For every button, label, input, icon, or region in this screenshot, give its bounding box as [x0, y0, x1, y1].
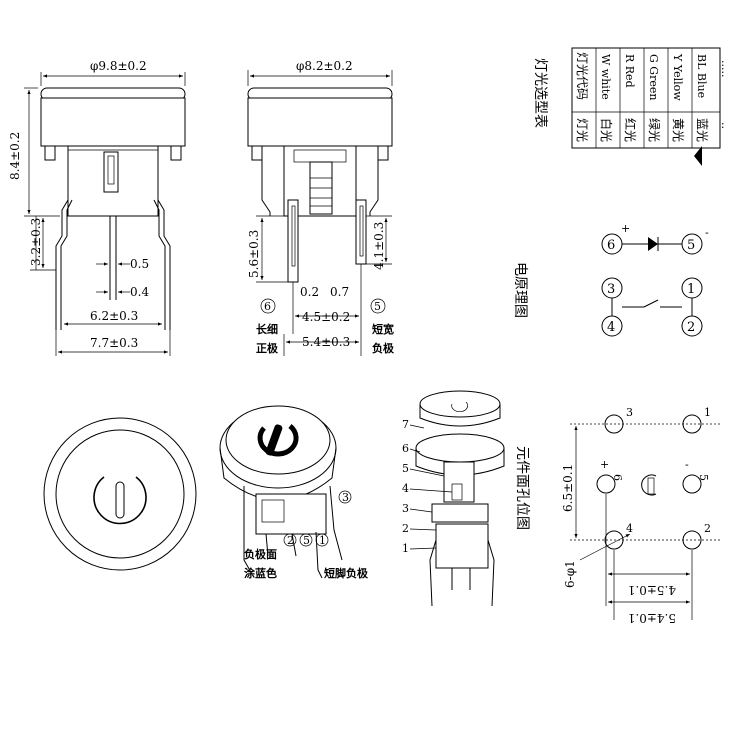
- table-pointer-icon: [694, 146, 702, 166]
- table-row-blue-name: 蓝光: [695, 118, 709, 142]
- pcb-minus: -: [685, 458, 689, 471]
- top-view: [43, 417, 197, 571]
- pcb-h1-dim: 4.5±0.1: [628, 583, 676, 597]
- table-row-white-code: W white: [599, 54, 612, 100]
- side-height-dim: 8.4±0.2: [8, 132, 22, 180]
- front-left-leg-dim: 5.6±0.3: [247, 230, 261, 278]
- front-inner-dim: 4.5±0.2: [302, 310, 350, 324]
- side-view: φ9.8±0.2 8.4±0.2 3.2±0.3 0.5 0.4 6.2±0.3…: [8, 59, 186, 356]
- front-pin-left: 6: [264, 300, 271, 313]
- schem-plus: +: [621, 222, 630, 235]
- table-row-white-name: 白光: [599, 118, 614, 142]
- side-base-dim: 7.7±0.3: [90, 336, 138, 350]
- iso-power-symbol-icon: [257, 424, 299, 457]
- label-short-negative: 短脚负极: [324, 566, 369, 580]
- schem-minus: -: [705, 226, 709, 239]
- side-pitch-dim: 6.2±0.3: [90, 309, 138, 323]
- schem-pin-1: 1: [687, 282, 695, 297]
- pcb-pin-2: 2: [704, 522, 711, 535]
- led-diode-icon: [648, 237, 658, 251]
- front-right-leg-dim: 4.1±0.3: [372, 222, 386, 270]
- iso-pin-5: 5: [303, 534, 310, 547]
- pcb-pin-4: 4: [626, 522, 633, 535]
- switch-contact-icon: [643, 299, 659, 308]
- pcb-plus: +: [600, 458, 609, 471]
- pcb-pin-1: 1: [704, 406, 711, 419]
- front-dim-a: 0.2: [300, 285, 319, 299]
- label-negative: 负极: [372, 341, 395, 355]
- schem-pin-3: 3: [607, 282, 615, 297]
- pcb-center-led-icon: [641, 474, 657, 496]
- table-row-green-code: G Green: [647, 54, 660, 100]
- table-row-yellow-name: 黄光: [671, 118, 685, 142]
- side-pin-dim-b: 0.4: [130, 285, 149, 299]
- pcb-h2-dim: 5.4±0.1: [628, 611, 676, 625]
- pcb-vertical-dim: 6.5±0.1: [561, 464, 575, 512]
- schem-pin-2: 2: [687, 320, 695, 335]
- schem-pin-6: 6: [607, 238, 615, 253]
- power-symbol-icon: [93, 476, 147, 525]
- iso-pin-3: 3: [342, 491, 349, 504]
- side-top-diameter: φ9.8±0.2: [90, 59, 147, 73]
- table-header-light: 灯光: [575, 118, 589, 142]
- table-row-more-name: ..: [719, 122, 732, 129]
- front-dim-b: 0.7: [330, 285, 349, 299]
- front-view: φ8.2±0.2 5.6±0.3 4.1±0.3 0.2 0.7 6 5 4.5…: [247, 59, 395, 356]
- part-label-2: 2: [402, 522, 409, 535]
- label-positive: 正极: [256, 341, 279, 355]
- table-row-red-name: 红光: [623, 118, 638, 142]
- side-leg-dim: 3.2±0.3: [29, 218, 43, 266]
- table-row-green-name: 绿光: [647, 118, 662, 142]
- part-label-1: 1: [402, 542, 409, 555]
- iso-view: 3 2 5 1 负极面 涂蓝色 短脚负极: [219, 405, 369, 580]
- light-table-title: 灯光选型表: [532, 58, 548, 128]
- pcb-hole-dim: 6-φ1: [563, 560, 577, 588]
- label-long-thin: 长细: [256, 322, 278, 336]
- table-header-code: 灯光代码: [575, 52, 589, 100]
- iso-pin-2: 2: [287, 534, 294, 547]
- label-coat-line1: 负极面: [244, 547, 277, 561]
- part-label-6: 6: [402, 442, 409, 455]
- pcb-pin-5: 5: [697, 474, 710, 481]
- table-row-red-code: R Red: [623, 54, 636, 88]
- part-label-3: 3: [402, 502, 409, 515]
- schem-pin-5: 5: [687, 238, 695, 253]
- exploded-view: 7 6 5 4 3 2 1: [402, 390, 505, 607]
- pcb-pin-6: 6: [611, 474, 624, 481]
- part-label-4: 4: [402, 482, 409, 495]
- pcb-pin-3: 3: [626, 406, 633, 419]
- light-selection-table: 灯光选型表 灯光 灯光代码 白光 W white 红光 R Red 绿光 G G…: [532, 47, 732, 166]
- side-pin-dim-a: 0.5: [130, 257, 149, 271]
- table-row-more-code: .....: [719, 60, 732, 77]
- front-top-diameter: φ8.2±0.2: [296, 59, 353, 73]
- label-short-wide: 短宽: [372, 322, 394, 336]
- schem-pin-4: 4: [607, 320, 615, 335]
- pcb-title: 元件面孔位图: [514, 446, 530, 530]
- table-row-yellow-code: Y Yellow: [671, 53, 684, 101]
- iso-pin-1: 1: [319, 534, 326, 547]
- schematic-title: 电原理图: [512, 262, 528, 318]
- pcb-hole-layout: 元件面孔位图 3 1 6 + 5 - 4 2 6.5±0.1 6-φ1 4.5±…: [514, 406, 722, 625]
- front-outer-dim: 5.4±0.3: [302, 335, 350, 349]
- label-coat-line2: 涂蓝色: [244, 566, 277, 580]
- part-label-5: 5: [402, 462, 409, 475]
- schematic: 电原理图 6 + 5 - 3 1 4 2: [512, 222, 709, 337]
- front-pin-right: 5: [374, 300, 381, 313]
- part-label-7: 7: [402, 418, 409, 431]
- table-row-blue-code: BL Blue: [695, 54, 708, 98]
